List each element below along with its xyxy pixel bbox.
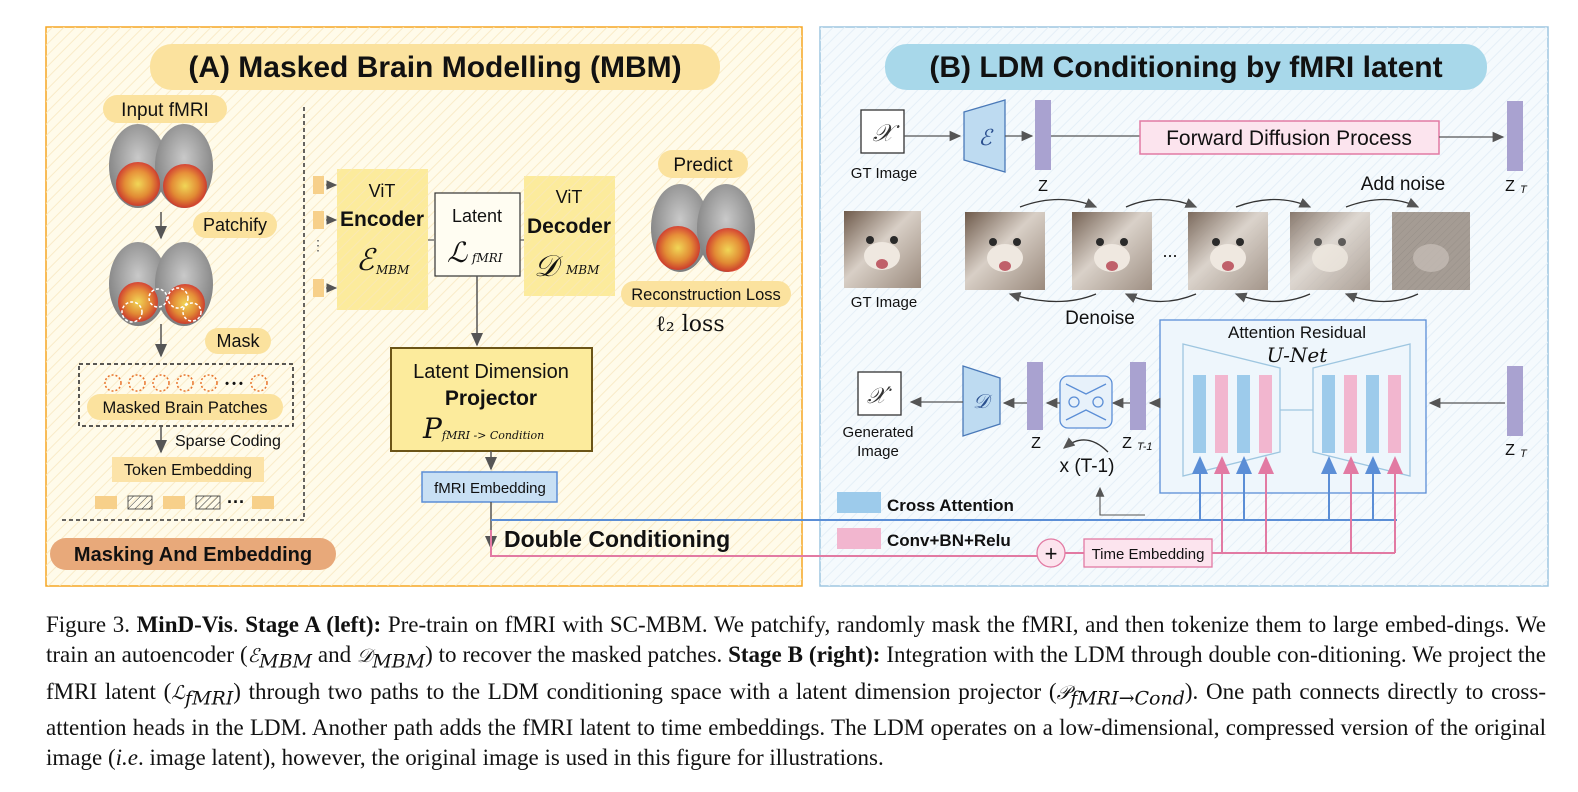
panel-a: (A) Masked Brain Modelling (MBM) Input f…: [45, 26, 803, 587]
fmri-embedding-box: [421, 471, 558, 503]
add-noise-arrows: [1019, 197, 1420, 208]
svg-text:fMRI: fMRI: [471, 251, 503, 265]
figure-caption: Figure 3. MinD-Vis. Stage A (left): Pre-…: [46, 612, 1546, 771]
predict-label: Predict: [673, 155, 733, 176]
svg-text:P: P: [422, 412, 443, 445]
sparse-coding-label: Sparse Coding: [175, 433, 281, 450]
svg-text:ViT: ViT: [369, 181, 396, 201]
fmri-embedding-label: fMRI Embedding: [434, 480, 546, 497]
panel-b: (B) LDM Conditioning by fMRI latent 𝒳 GT…: [819, 26, 1549, 587]
token-embedding-label: Token Embedding: [124, 462, 252, 479]
legend-cross-attention-swatch: [837, 492, 881, 513]
sequence-ellipsis: ...: [1162, 241, 1177, 261]
z-latent-bar: [1035, 100, 1051, 170]
svg-text:MBM: MBM: [375, 263, 410, 277]
generated-image-box: [857, 371, 902, 416]
encoder-trapezoid: [963, 99, 1006, 173]
svg-text:Time Embedding: Time Embedding: [1092, 546, 1205, 563]
patchified-brain-image: [109, 242, 213, 326]
legend-conv: Conv+BN+Relu: [887, 531, 1011, 550]
gt-image-label: GT Image: [851, 165, 917, 182]
input-brain-image: [109, 124, 213, 208]
figure-3-diagram: (A) Masked Brain Modelling (MBM) Input f…: [45, 26, 1549, 587]
conditioning-paths: +: [490, 456, 1403, 568]
svg-text:MBM: MBM: [565, 263, 600, 277]
svg-text:T: T: [1520, 448, 1528, 460]
svg-text:U-Net: U-Net: [1267, 343, 1329, 367]
denoise-arrows: [1008, 292, 1419, 303]
svg-text:Attention Residual: Attention Residual: [1228, 323, 1366, 342]
masking-embedding-label: Masking And Embedding: [74, 544, 312, 566]
generated-label-1: Generated: [843, 424, 914, 441]
svg-text:𝒳′: 𝒳′: [867, 384, 892, 409]
mask-label: Mask: [216, 331, 260, 351]
svg-text:fMRI -> Condition: fMRI -> Condition: [441, 429, 544, 442]
predicted-brain-image: [651, 184, 755, 272]
vit-encoder-box: ViT Encoder ℰ MBM: [337, 169, 428, 310]
svg-text:Projector: Projector: [445, 387, 537, 410]
zt-latent-bar: [1507, 101, 1523, 171]
svg-text:+: +: [1045, 541, 1058, 566]
denoise-label: Denoise: [1065, 308, 1135, 329]
svg-text:T-1: T-1: [1137, 441, 1153, 453]
svg-text:Z: Z: [1505, 178, 1515, 195]
svg-text:𝒟: 𝒟: [973, 389, 993, 413]
svg-text:T: T: [1520, 184, 1528, 196]
vit-decoder-box: ViT Decoder 𝒟 MBM: [524, 176, 615, 296]
patchify-label: Patchify: [203, 215, 267, 235]
svg-text:ℒ: ℒ: [447, 236, 468, 269]
masked-brain-patches-label: Masked Brain Patches: [102, 399, 267, 417]
svg-text:Decoder: Decoder: [527, 215, 611, 238]
diffusion-image-sequence: [965, 212, 1470, 290]
token-row: [95, 495, 274, 510]
encoder-input-tokens: ⋮: [311, 176, 338, 297]
legend-conv-swatch: [837, 528, 881, 549]
gt-image-label-2: GT Image: [851, 294, 917, 311]
masked-patches-box: [78, 363, 294, 427]
panel-a-title: (A) Masked Brain Modelling (MBM): [188, 51, 681, 84]
zt-minus-1-bar: [1130, 362, 1146, 430]
svg-text:Z: Z: [1031, 435, 1041, 452]
zt-input-bar: [1507, 366, 1523, 436]
reconstruction-loss-label: Reconstruction Loss: [631, 286, 781, 304]
panel-b-title: (B) LDM Conditioning by fMRI latent: [929, 51, 1442, 84]
token-ellipsis: ···: [227, 492, 245, 512]
x-input-box: [860, 109, 905, 154]
panel-b-title-bg: [885, 44, 1487, 90]
gt-cat-image: [844, 211, 921, 288]
masked-patch-circles: [104, 374, 268, 392]
svg-text:⋮: ⋮: [311, 237, 325, 253]
legend-cross-attention: Cross Attention: [887, 496, 1014, 515]
svg-text:Z: Z: [1038, 178, 1048, 195]
svg-text:Z: Z: [1122, 435, 1132, 452]
time-embedding-box: [1083, 538, 1213, 568]
repeat-label: x (T-1): [1060, 456, 1115, 477]
loop-block: [1059, 375, 1113, 429]
double-conditioning-label: Double Conditioning: [504, 526, 730, 552]
decoder-trapezoid: [962, 365, 1001, 437]
svg-text:Forward Diffusion Process: Forward Diffusion Process: [1166, 127, 1412, 150]
l2-loss-label: ℓ₂ loss: [655, 312, 724, 337]
patch-ellipsis: • • •: [225, 378, 243, 390]
latent-dimension-projector-box: Latent Dimension Projector P fMRI -> Con…: [390, 347, 593, 452]
svg-text:ℰ: ℰ: [978, 126, 994, 151]
generated-label-2: Image: [857, 443, 899, 460]
svg-text:Latent Dimension: Latent Dimension: [413, 361, 569, 383]
latent-box: Latent ℒ fMRI: [434, 192, 521, 277]
z-output-bar: [1027, 362, 1043, 430]
panel-a-title-bg: [150, 44, 720, 90]
input-fmri-label: Input fMRI: [121, 100, 209, 121]
svg-text:ℰ: ℰ: [356, 243, 377, 278]
svg-text:ViT: ViT: [556, 187, 583, 207]
svg-text:Z: Z: [1505, 442, 1515, 459]
svg-text:Encoder: Encoder: [340, 208, 424, 231]
add-noise-label: Add noise: [1361, 174, 1446, 195]
svg-text:Latent: Latent: [452, 206, 502, 226]
